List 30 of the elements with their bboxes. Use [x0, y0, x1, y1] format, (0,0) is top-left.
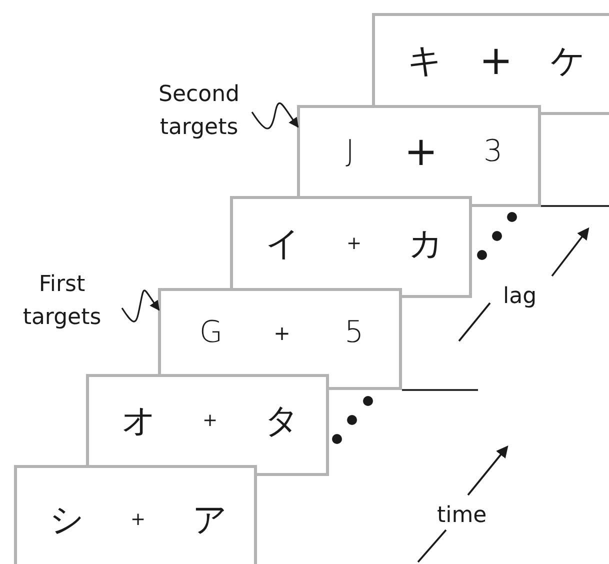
fixation-cross: + [274, 322, 290, 342]
stimulus-frame [230, 196, 472, 288]
axis-label: lag [503, 284, 537, 309]
stimulus-character: J [346, 137, 354, 167]
stimulus-character: G [199, 318, 223, 348]
fixation-cross: + [202, 412, 218, 430]
stimulus-character: タ [264, 404, 300, 438]
axis-label: time [437, 503, 487, 528]
stimulus-character: ケ [550, 44, 586, 78]
stimulus-character: オ [122, 404, 156, 438]
squiggle-arrow [251, 102, 299, 130]
stimulus-character: キ [408, 44, 442, 78]
fixation-cross: + [346, 234, 362, 252]
stimulus-character: イ [266, 226, 300, 260]
stimulus-character: 3 [483, 137, 503, 167]
target-annotation: Second targets [140, 78, 258, 144]
stimulus-frame [297, 105, 541, 196]
stimulus-frame [86, 374, 329, 465]
fixation-cross: + [404, 132, 438, 172]
fixation-cross: + [479, 40, 513, 80]
squiggle-arrow [121, 290, 160, 322]
stimulus-character: ア [192, 503, 228, 537]
stimulus-character: シ [50, 503, 84, 537]
target-annotation: First targets [10, 268, 114, 334]
stimulus-frame [14, 465, 257, 564]
stimulus-character: カ [408, 226, 444, 260]
stimulus-frame [158, 288, 402, 374]
stimulus-character: 5 [344, 318, 364, 348]
fixation-cross: + [130, 511, 146, 529]
stimulus-frame [372, 13, 609, 105]
